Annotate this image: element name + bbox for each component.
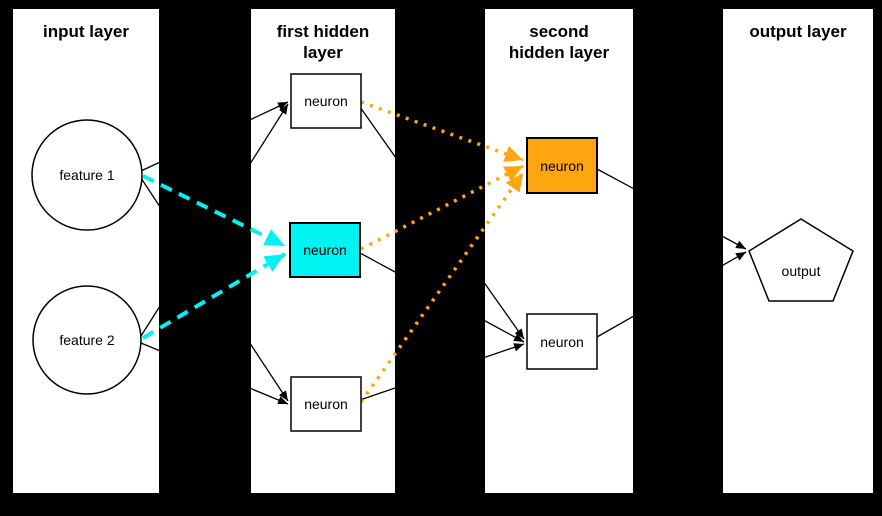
edge-cyan-neuron-to-orange-neuron-highlight bbox=[360, 164, 524, 251]
edge-feature1-to-cyan-neuron-highlight bbox=[142, 174, 286, 248]
node-hidden2-orange-neuron-label: neuron bbox=[540, 158, 584, 174]
edge-feature1-to-hidden1-top bbox=[140, 101, 289, 172]
panel-second-hidden-layer bbox=[485, 9, 633, 493]
node-hidden2-bottom-neuron bbox=[526, 313, 598, 370]
output-layer-title: output layer bbox=[749, 22, 847, 41]
panel-input-layer bbox=[13, 9, 159, 493]
node-output-pentagon bbox=[748, 218, 854, 302]
node-feature-1 bbox=[31, 119, 143, 231]
node-output-label: output bbox=[782, 263, 821, 279]
edge-hidden2-top-to-output bbox=[596, 168, 747, 250]
edge-hidden1-mid-to-hidden2-bottom bbox=[359, 252, 525, 343]
node-hidden2-bottom-neuron-label: neuron bbox=[540, 334, 584, 350]
edge-hidden1-top-to-orange-neuron-highlight bbox=[360, 100, 524, 162]
second-hidden-layer-title-line1: second bbox=[529, 22, 589, 41]
edge-hidden2-bottom-to-output bbox=[596, 251, 747, 338]
input-layer-title: input layer bbox=[43, 22, 129, 41]
node-feature-1-label: feature 1 bbox=[59, 167, 114, 183]
node-hidden1-bottom-neuron-label: neuron bbox=[304, 396, 348, 412]
edge-hidden1-bottom-to-hidden2-bottom bbox=[359, 343, 525, 401]
node-hidden1-bottom-neuron bbox=[290, 376, 362, 432]
node-hidden1-top-neuron-label: neuron bbox=[304, 93, 348, 109]
node-feature-2-label: feature 2 bbox=[59, 332, 114, 348]
edge-hidden1-top-to-hidden2-bottom bbox=[359, 106, 525, 340]
first-hidden-layer-title-line2: layer bbox=[303, 43, 343, 62]
edge-feature1-to-hidden1-bottom bbox=[140, 177, 289, 402]
node-hidden1-cyan-neuron bbox=[289, 222, 361, 278]
node-feature-2 bbox=[32, 285, 142, 395]
edge-feature2-to-hidden1-top bbox=[140, 103, 289, 337]
edge-feature2-to-cyan-neuron-highlight bbox=[141, 252, 287, 340]
first-hidden-layer-title-line1: first hidden bbox=[277, 22, 370, 41]
node-hidden1-cyan-neuron-label: neuron bbox=[303, 242, 347, 258]
node-hidden2-orange-neuron bbox=[526, 137, 598, 194]
node-hidden1-top-neuron bbox=[290, 73, 362, 129]
edge-feature2-to-hidden1-bottom bbox=[140, 342, 289, 405]
second-hidden-layer-title-line2: hidden layer bbox=[509, 43, 610, 62]
